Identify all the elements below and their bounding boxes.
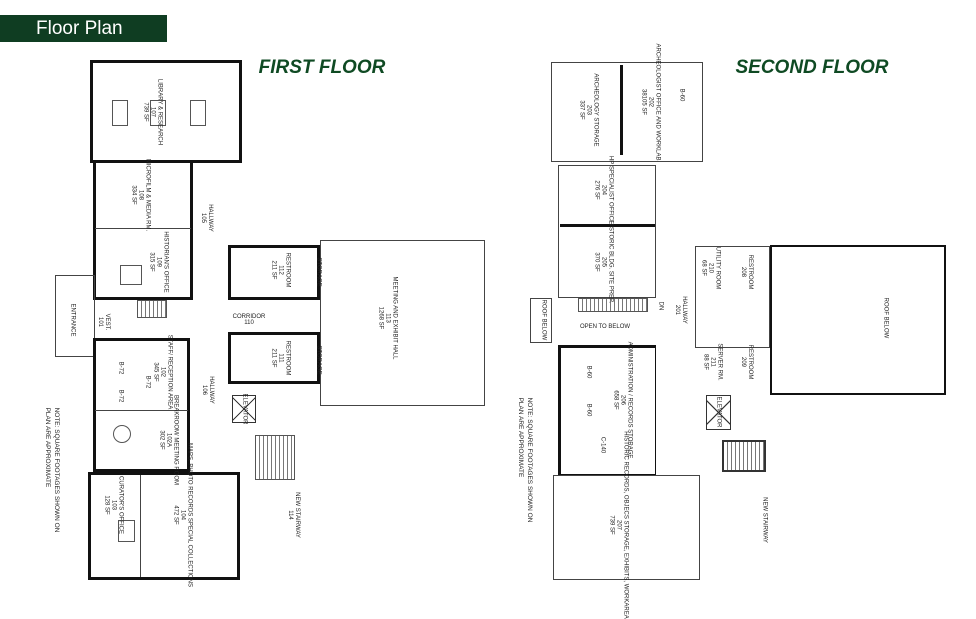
workstation-label: B-60 — [585, 365, 592, 379]
partition — [140, 475, 141, 577]
workstation-label: B-60 — [585, 403, 592, 417]
room-label-entrance: ENTRANCE — [69, 303, 76, 337]
partition — [560, 224, 655, 227]
workstation-label: B-72 — [144, 375, 151, 389]
elevator-label: ELEVATOR — [715, 396, 722, 428]
table — [150, 100, 166, 126]
roof-below-large — [770, 245, 946, 395]
room-label-roof-below: ROOF BELOW — [540, 299, 547, 341]
first-floor-title: FIRST FLOOR — [258, 57, 386, 78]
workstation-label: B-60 — [678, 88, 685, 102]
partition — [620, 65, 623, 155]
room-112-walls — [228, 245, 320, 300]
entrance-walls — [55, 275, 95, 357]
stairs — [722, 440, 766, 472]
roof-below-small — [530, 298, 552, 343]
room-label-vestibule: VEST.101 — [97, 313, 110, 331]
room-label-historic-records: HISTORIC RECORDS, OBJECS STORAGE, EXHIBI… — [608, 431, 629, 619]
footage-note: NOTE: SQUARE FOOTAGES SHOWN ON PLAN ARE … — [517, 397, 533, 523]
partition — [95, 228, 191, 229]
table — [112, 100, 128, 126]
room-207-walls — [553, 475, 700, 580]
room-label-roof-below-large: ROOF BELOW — [882, 297, 889, 339]
room-204-205-walls — [558, 165, 656, 298]
stairs — [578, 298, 648, 312]
room-111-walls — [228, 332, 320, 384]
page-header: Floor Plan — [0, 15, 167, 42]
open-to-below-label: OPEN TO BELOW — [579, 324, 631, 330]
room-107-walls — [90, 60, 242, 163]
footage-note: NOTE: SQUARE FOOTAGES SHOWN ON PLAN ARE … — [44, 407, 60, 533]
stairs — [255, 435, 295, 480]
elevator-label: ELEVATOR — [241, 393, 248, 425]
room-103-104-walls — [88, 472, 240, 580]
room-102-walls — [93, 338, 190, 472]
table — [190, 100, 206, 126]
desk — [120, 265, 142, 285]
partition — [95, 410, 188, 411]
room-108-109-walls — [93, 163, 193, 300]
room-label-storage: STORAGE — [315, 345, 322, 375]
second-floor-title: SECOND FLOOR — [735, 57, 889, 78]
room-label-storage: STORAGE — [315, 257, 322, 287]
elevator-symbol — [232, 395, 256, 423]
room-202-203-walls — [551, 62, 703, 162]
elevator-symbol — [706, 395, 731, 430]
workstation-label: B-72 — [117, 389, 124, 403]
rooms-208-211-walls — [695, 246, 770, 348]
room-206-walls — [558, 345, 656, 475]
workstation-label: C-140 — [599, 436, 606, 454]
down-label: DN — [657, 301, 664, 311]
desk — [118, 520, 135, 542]
room-label-new-stairway: NEW STAIRWAY — [761, 497, 768, 543]
round-table — [113, 425, 131, 443]
workstation-label: B-72 — [117, 361, 124, 375]
room-113-walls — [320, 240, 485, 406]
stairs — [137, 300, 167, 318]
